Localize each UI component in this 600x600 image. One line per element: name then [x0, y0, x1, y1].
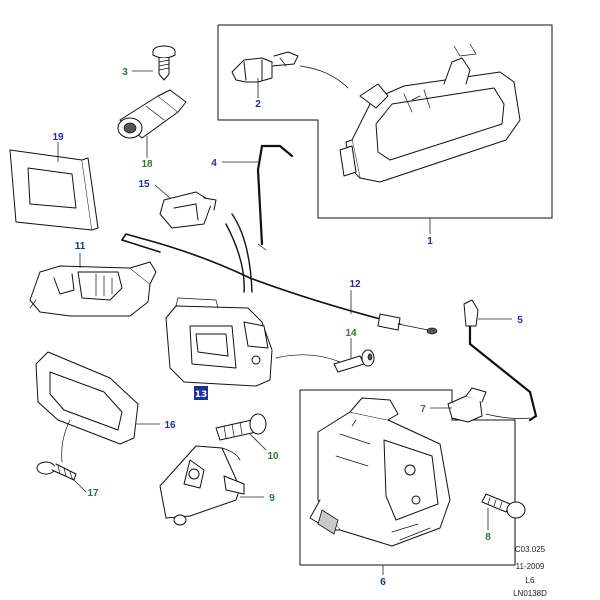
clip-15-part	[159, 191, 217, 229]
exterior-door-handle-part	[299, 43, 521, 183]
reference-drawing: LN0138D	[513, 589, 547, 598]
interior-handle-part	[165, 297, 341, 387]
clip-7-part	[447, 387, 531, 423]
callout-8: 8	[485, 532, 491, 543]
callout-18: 18	[141, 159, 153, 170]
callout-17: 17	[87, 488, 99, 499]
callout-11: 11	[75, 241, 86, 252]
callout-10: 10	[267, 451, 279, 462]
callout-7: 7	[420, 404, 426, 415]
callout-5: 5	[517, 315, 523, 326]
rod-5-part	[463, 299, 538, 422]
callout-4: 4	[211, 158, 217, 169]
cable-12-part	[121, 233, 438, 335]
part-13-badge-bg	[194, 386, 208, 400]
rod-4-part	[256, 144, 294, 251]
part-13-badge: 13	[195, 390, 208, 400]
callout-6: 6	[380, 577, 386, 588]
screw-17-part	[36, 461, 77, 481]
handle-clip-part	[231, 51, 299, 83]
callout-12: 12	[349, 279, 361, 290]
handle-group-frame	[217, 24, 553, 219]
callout-19: 19	[52, 132, 64, 143]
callout-16: 16	[164, 420, 176, 431]
bolt-10-part	[215, 413, 267, 441]
lock-bezel-part	[9, 149, 99, 231]
screw-3-part	[152, 45, 176, 81]
callout-3: 3	[122, 67, 128, 78]
reference-date: 11-2009	[516, 562, 545, 571]
reference-model: L6	[526, 576, 535, 585]
lock-barrel-part	[117, 89, 187, 139]
callout-1: 1	[427, 236, 433, 247]
door-pull-cup-part	[35, 351, 139, 463]
callout-2: 2	[255, 99, 261, 110]
rivet-14-part	[333, 349, 375, 373]
reference-code: C03.025	[515, 545, 546, 554]
bolt-8-part	[481, 493, 526, 519]
callout-14: 14	[345, 328, 357, 339]
lever-assembly-part	[29, 261, 157, 317]
callout-9: 9	[269, 493, 275, 504]
callout-15: 15	[138, 179, 150, 190]
door-latch-part	[309, 397, 451, 547]
latch-group-frame	[299, 389, 516, 566]
striker-9-part	[159, 445, 245, 526]
